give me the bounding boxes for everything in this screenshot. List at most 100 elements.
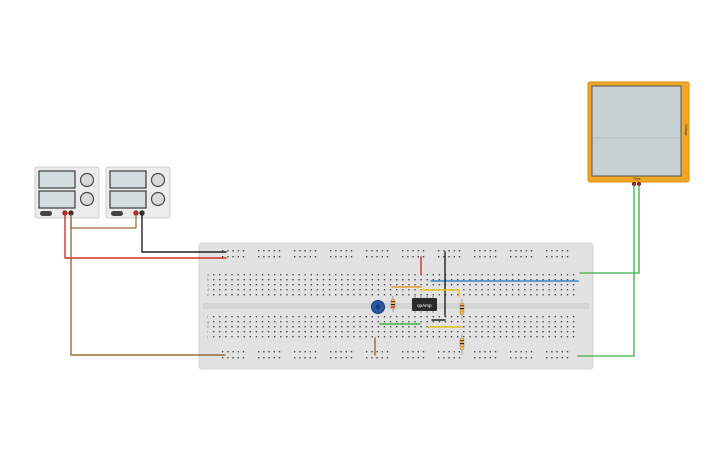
breadboard-hole[interactable] [231, 289, 233, 291]
breadboard-hole[interactable] [560, 279, 563, 281]
breadboard-hole[interactable] [232, 250, 234, 252]
breadboard-hole[interactable] [274, 274, 276, 276]
breadboard-hole[interactable] [383, 294, 386, 296]
breadboard-hole[interactable] [243, 331, 245, 333]
breadboard-hole[interactable] [353, 326, 355, 328]
opamp-ic[interactable]: opAmp [412, 296, 437, 313]
breadboard-hole[interactable] [237, 274, 239, 276]
breadboard-hole[interactable] [383, 289, 386, 291]
breadboard-hole[interactable] [412, 351, 414, 353]
breadboard-hole[interactable] [414, 284, 416, 286]
breadboard-hole[interactable] [316, 294, 319, 296]
breadboard-hole[interactable] [561, 250, 563, 252]
breadboard-hole[interactable] [365, 326, 367, 328]
breadboard-hole[interactable] [520, 351, 522, 353]
breadboard-hole[interactable] [242, 256, 245, 258]
breadboard-hole[interactable] [335, 351, 337, 353]
breadboard-hole[interactable] [286, 274, 288, 276]
wire-black-supply-b[interactable] [141, 214, 227, 253]
breadboard-hole[interactable] [304, 289, 306, 291]
breadboard-hole[interactable] [475, 289, 477, 291]
breadboard-hole[interactable] [396, 279, 398, 281]
breadboard-hole[interactable] [304, 279, 306, 281]
breadboard-hole[interactable] [530, 294, 532, 296]
breadboard-hole[interactable] [518, 274, 520, 276]
breadboard-hole[interactable] [414, 326, 416, 328]
breadboard-hole[interactable] [487, 321, 489, 323]
breadboard-hole[interactable] [292, 336, 294, 338]
breadboard-hole[interactable] [566, 351, 569, 353]
breadboard-hole[interactable] [518, 336, 520, 338]
breadboard-hole[interactable] [386, 256, 389, 258]
breadboard-hole[interactable] [420, 316, 422, 318]
breadboard-hole[interactable] [499, 274, 502, 276]
breadboard-hole[interactable] [458, 357, 461, 359]
breadboard-hole[interactable] [408, 274, 410, 276]
breadboard-hole[interactable] [556, 250, 558, 252]
breadboard-hole[interactable] [286, 289, 288, 291]
breadboard-hole[interactable] [511, 279, 514, 281]
breadboard-hole[interactable] [518, 279, 520, 281]
breadboard-hole[interactable] [493, 321, 495, 323]
breadboard-hole[interactable] [274, 326, 276, 328]
wire-brown-supply-a[interactable] [70, 214, 226, 356]
breadboard-hole[interactable] [438, 331, 441, 333]
breadboard-hole[interactable] [542, 284, 544, 286]
breadboard-hole[interactable] [274, 331, 276, 333]
breadboard-hole[interactable] [560, 284, 563, 286]
breadboard-hole[interactable] [365, 321, 367, 323]
breadboard-hole[interactable] [444, 321, 447, 323]
breadboard-hole[interactable] [328, 294, 331, 296]
breadboard-hole[interactable] [408, 316, 410, 318]
breadboard-hole[interactable] [286, 279, 288, 281]
breadboard-hole[interactable] [231, 331, 233, 333]
breadboard-hole[interactable] [487, 279, 489, 281]
breadboard-hole[interactable] [261, 294, 264, 296]
breadboard-hole[interactable] [383, 274, 386, 276]
breadboard-hole[interactable] [566, 256, 569, 258]
breadboard-hole[interactable] [213, 321, 215, 323]
breadboard-hole[interactable] [499, 326, 502, 328]
breadboard-hole[interactable] [426, 321, 428, 323]
breadboard-hole[interactable] [347, 279, 349, 281]
breadboard-hole[interactable] [383, 336, 386, 338]
breadboard-hole[interactable] [505, 316, 508, 318]
wire-green-scope-positive[interactable] [577, 185, 635, 357]
breadboard-hole[interactable] [524, 321, 526, 323]
breadboard-hole[interactable] [487, 289, 489, 291]
breadboard-hole[interactable] [213, 289, 215, 291]
breadboard-hole[interactable] [432, 284, 434, 286]
breadboard-hole[interactable] [474, 250, 476, 252]
breadboard-hole[interactable] [335, 326, 337, 328]
breadboard-hole[interactable] [377, 331, 380, 333]
breadboard[interactable]: a b c d e f g h i j [198, 242, 594, 370]
breadboard-hole[interactable] [314, 351, 317, 353]
breadboard-hole[interactable] [458, 256, 461, 258]
breadboard-hole[interactable] [426, 284, 428, 286]
breadboard-hole[interactable] [309, 256, 311, 258]
breadboard-hole[interactable] [274, 289, 276, 291]
breadboard-hole[interactable] [524, 284, 526, 286]
breadboard-hole[interactable] [359, 331, 361, 333]
breadboard-hole[interactable] [286, 321, 288, 323]
breadboard-hole[interactable] [554, 316, 556, 318]
breadboard-hole[interactable] [463, 336, 465, 338]
breadboard-hole[interactable] [345, 256, 347, 258]
breadboard-hole[interactable] [340, 357, 342, 359]
breadboard-hole[interactable] [457, 316, 459, 318]
breadboard-hole[interactable] [314, 256, 317, 258]
breadboard-hole[interactable] [530, 357, 533, 359]
breadboard-hole[interactable] [481, 274, 483, 276]
breadboard-hole[interactable] [414, 321, 416, 323]
breadboard-hole[interactable] [371, 274, 373, 276]
breadboard-hole[interactable] [572, 294, 575, 296]
breadboard-hole[interactable] [572, 316, 575, 318]
breadboard-hole[interactable] [489, 351, 491, 353]
breadboard-hole[interactable] [328, 279, 331, 281]
breadboard-hole[interactable] [267, 321, 270, 323]
breadboard-hole[interactable] [299, 357, 301, 359]
breadboard-hole[interactable] [335, 256, 337, 258]
breadboard-hole[interactable] [412, 357, 414, 359]
breadboard-hole[interactable] [377, 284, 380, 286]
breadboard-hole[interactable] [314, 250, 317, 252]
